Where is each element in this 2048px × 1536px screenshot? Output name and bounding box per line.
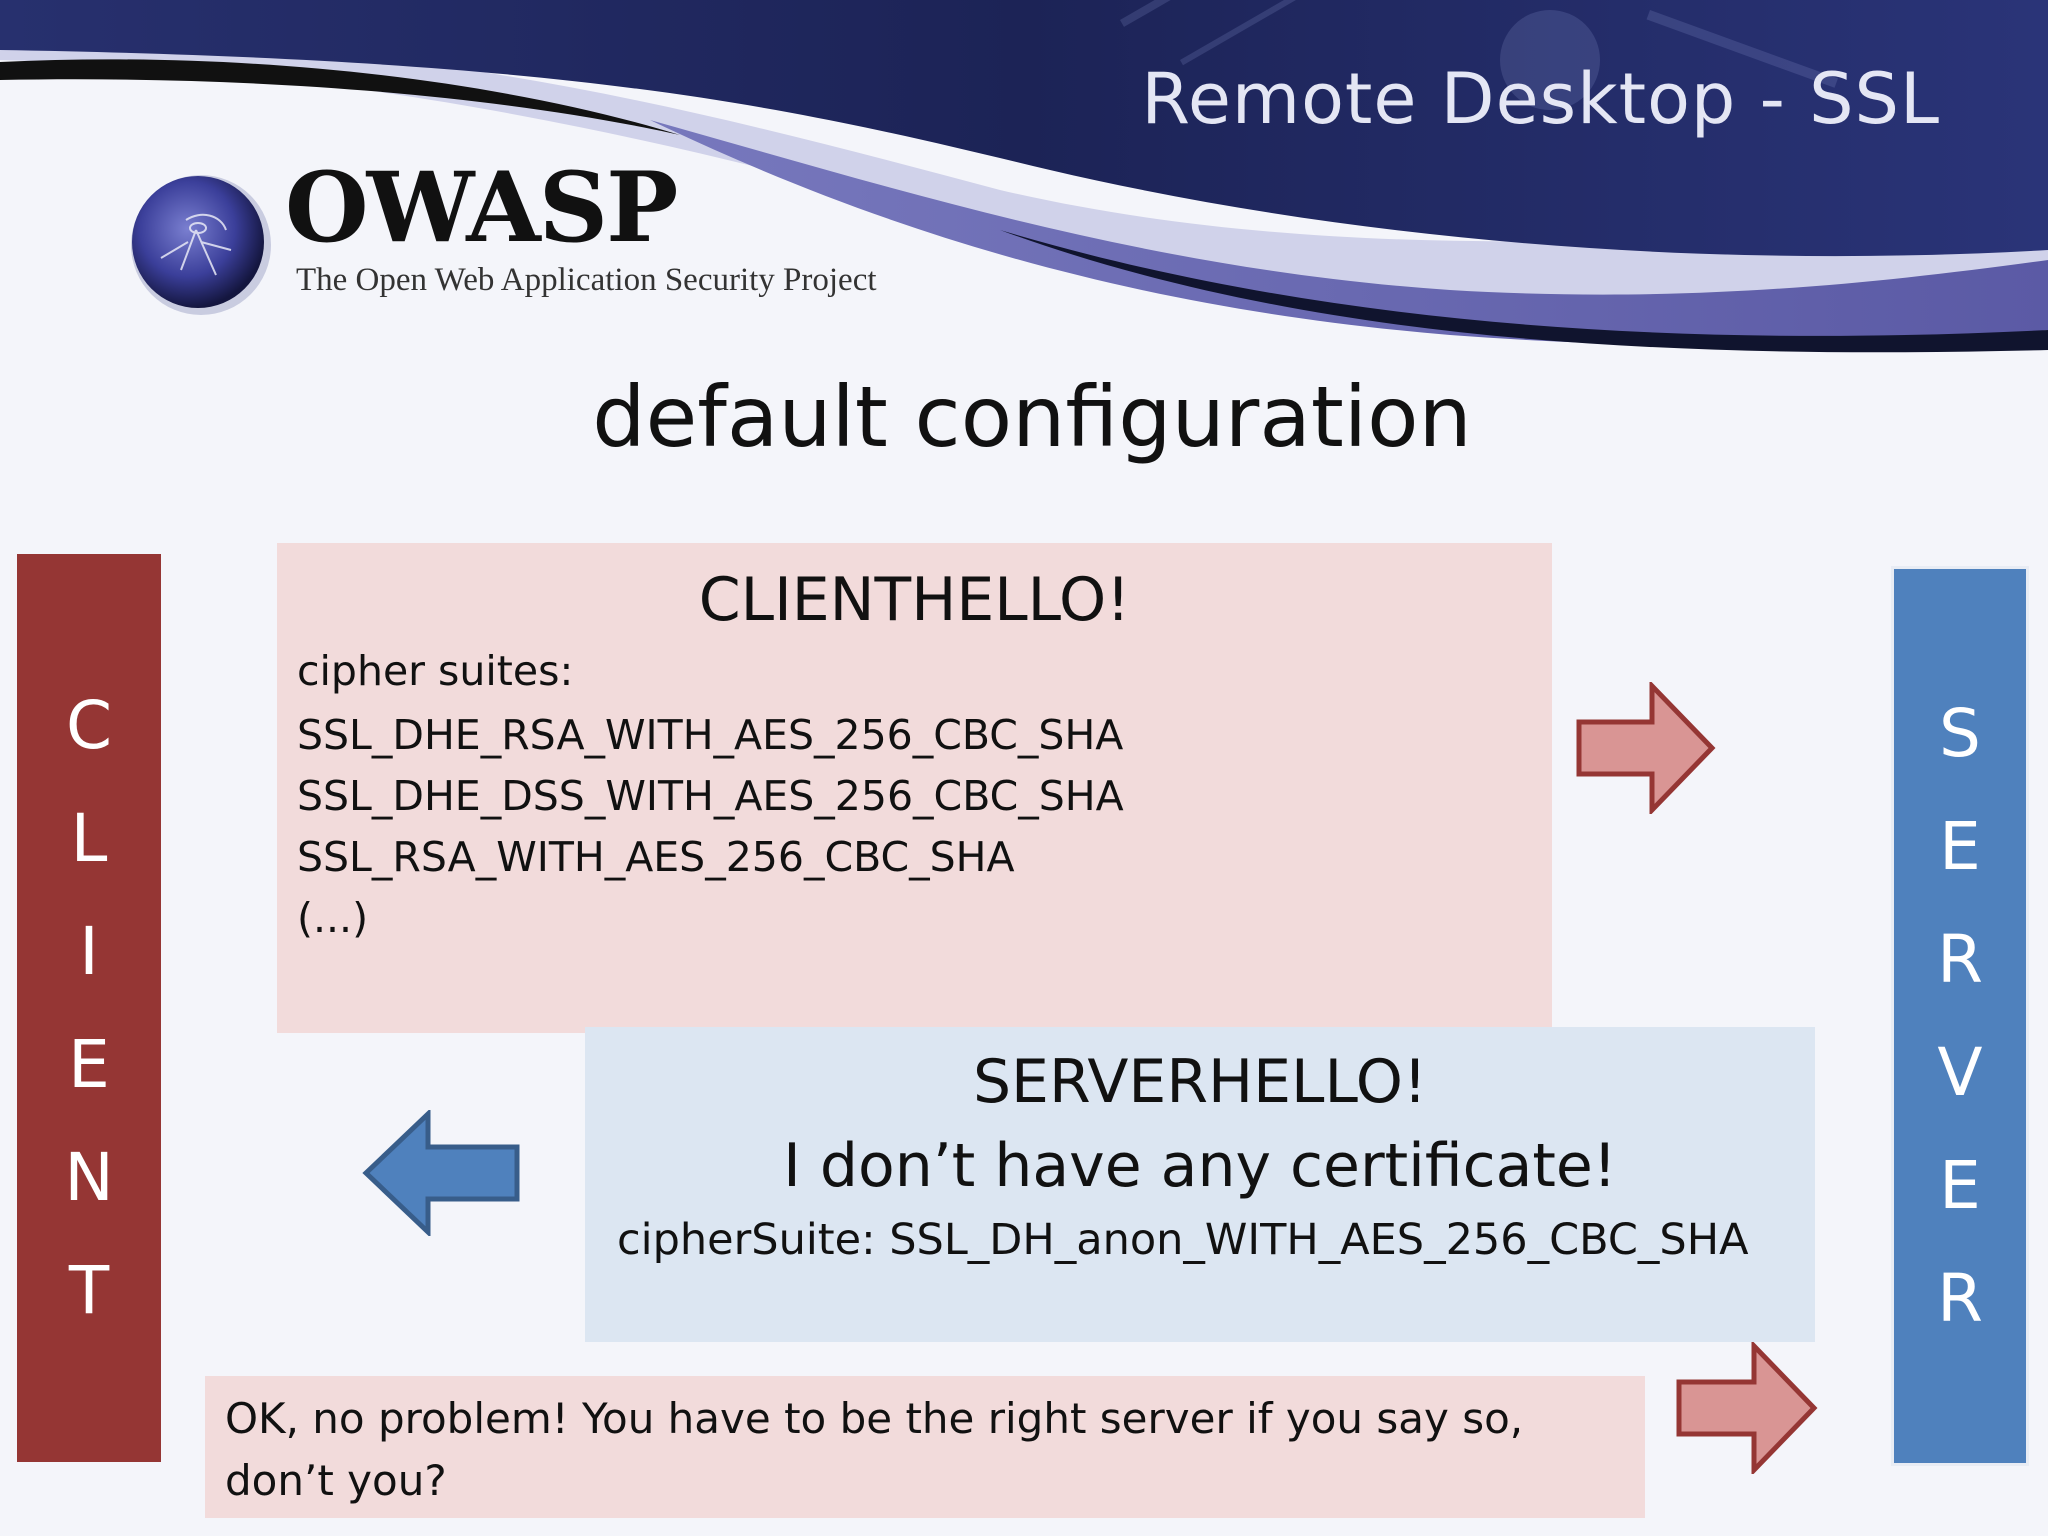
client-hello-box: CLIENTHELLO! cipher suites: SSL_DHE_RSA_…: [277, 543, 1552, 1033]
client-letter: T: [68, 1252, 110, 1329]
client-reply-text: OK, no problem! You have to be the right…: [225, 1394, 1524, 1505]
client-letter: C: [65, 687, 113, 764]
cipher-suite-item: SSL_RSA_WITH_AES_256_CBC_SHA: [297, 833, 1015, 881]
slide-title: default configuration: [592, 368, 1472, 466]
cipher-suite-item: (...): [297, 894, 369, 942]
cipher-suite-list: SSL_DHE_RSA_WITH_AES_256_CBC_SHA SSL_DHE…: [297, 705, 1124, 949]
server-hello-heading: SERVERHELLO!: [972, 1047, 1428, 1117]
server-letter: R: [1937, 921, 1983, 998]
client-letter: N: [64, 1139, 114, 1216]
logo-wordmark: OWASP: [285, 151, 678, 264]
server-hello-subheading: I don’t have any certificate!: [783, 1131, 1617, 1201]
client-bar: C L I E N T: [17, 554, 161, 1462]
server-letter: V: [1937, 1034, 1983, 1111]
server-letter: S: [1939, 695, 1981, 772]
server-letter: E: [1939, 1147, 1981, 1224]
client-letter: E: [68, 1026, 110, 1103]
cipher-suites-label: cipher suites:: [297, 647, 574, 695]
server-bar: S E R V E R: [1891, 566, 2029, 1466]
logo-tagline: The Open Web Application Security Projec…: [296, 262, 877, 298]
arrow-right-icon: [1676, 1342, 1818, 1474]
owasp-globe-wasp-icon: [131, 175, 271, 315]
cipher-suite-item: SSL_DHE_DSS_WITH_AES_256_CBC_SHA: [297, 772, 1124, 820]
server-hello-box: SERVERHELLO! I don’t have any certificat…: [585, 1027, 1815, 1342]
arrow-left-icon: [362, 1110, 520, 1236]
arrow-right-icon: [1576, 682, 1716, 814]
server-letter: E: [1939, 808, 1981, 885]
server-cipher-suite: cipherSuite: SSL_DH_anon_WITH_AES_256_CB…: [617, 1215, 1749, 1265]
client-letter: I: [79, 913, 99, 990]
header-banner: [0, 0, 2048, 353]
server-letter: R: [1937, 1260, 1983, 1337]
client-hello-heading: CLIENTHELLO!: [698, 565, 1131, 635]
cipher-suite-item: SSL_DHE_RSA_WITH_AES_256_CBC_SHA: [297, 711, 1124, 759]
header-title: Remote Desktop - SSL: [1141, 58, 1940, 140]
client-letter: L: [70, 800, 108, 877]
client-reply-box: OK, no problem! You have to be the right…: [205, 1376, 1645, 1518]
